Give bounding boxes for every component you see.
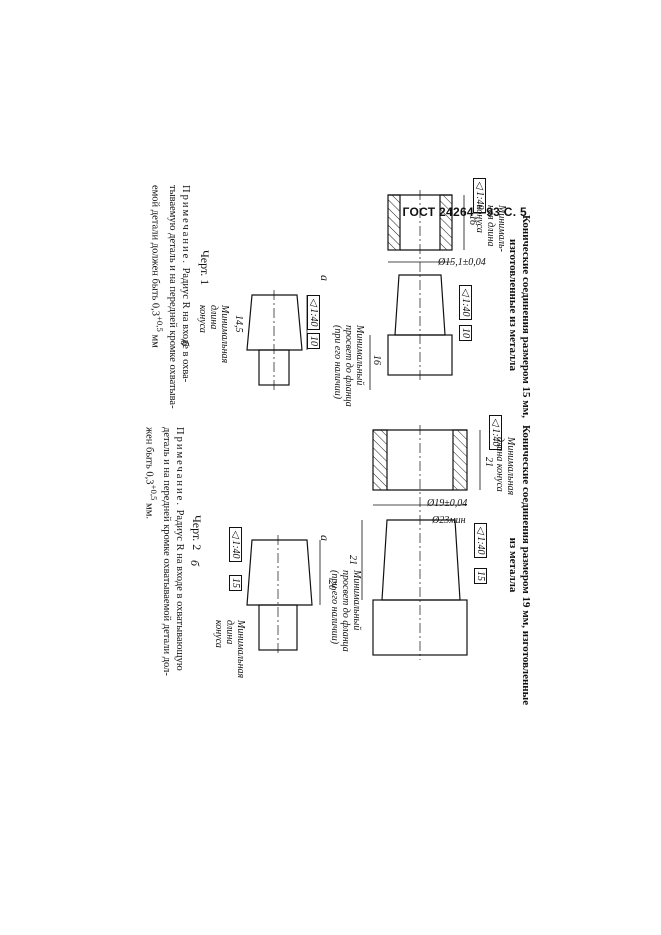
fig2-diameter-2: Ø23мин xyxy=(432,515,466,526)
fig1a-drawing xyxy=(369,190,465,390)
fig2b-drawing xyxy=(246,535,321,655)
fig2-dim-21-right: 21 xyxy=(347,555,358,565)
rotated-content: Конические соединения размером 15 мм, из… xyxy=(132,175,542,745)
fig1-dim-14-5: 14,5 xyxy=(233,315,244,333)
fig1-flange-label: Минимальный просвет до фланца (при его н… xyxy=(332,325,365,407)
fig2-dim-21-left: 21 xyxy=(483,457,494,467)
fig1-note: Примечание. Радиус R на входе в охва- ты… xyxy=(149,185,192,409)
fig2-caption: Черт. 2 xyxy=(190,515,204,551)
fig1b-taper-box: ◁ 1:40 xyxy=(307,295,320,330)
fig2-sub-a: а xyxy=(318,535,332,541)
fig2a-box-15: 15 xyxy=(474,568,487,584)
fig2b-taper-box: ◁ 1:40 xyxy=(229,527,242,562)
fig1a-taper-box: ◁ 1:40 xyxy=(459,285,472,320)
fig1-title: Конические соединения размером 15 мм, из… xyxy=(507,215,532,419)
page-header: ГОСТ 24264—93 С. 5 xyxy=(402,205,527,219)
fig2b-min-taper-label: Минимальная длина конуса xyxy=(213,620,246,679)
fig1-diameter: Ø15,1±0,04 xyxy=(438,257,486,268)
fig1a-box-10: 10 xyxy=(459,325,472,341)
fig2a-taper-box: ◁ 1:40 xyxy=(474,523,487,558)
fig1-sub-a: а xyxy=(318,275,332,281)
technical-drawings xyxy=(246,190,481,660)
fig2-sub-b: б xyxy=(188,560,202,567)
fig1b-min-taper-label: Минимальная длина конуса xyxy=(197,305,230,364)
fig1-dim-16-right: 16 xyxy=(371,355,382,365)
fig1b-drawing xyxy=(246,290,308,390)
fig1b-box-10: 10 xyxy=(307,333,320,349)
fig2-min-taper-label: Минимальная длина конуса xyxy=(494,437,516,496)
fig2b-box-15: 15 xyxy=(229,575,242,591)
fig2a-drawing xyxy=(361,425,481,660)
fig2-diameter-1: Ø19±0,04 xyxy=(427,498,468,509)
fig1-min-taper-label: Минималь- ная длина конуса xyxy=(474,205,507,252)
fig1-caption: Черт. 1 xyxy=(198,250,212,286)
fig2-note: Примечание. Радиус R на входе в охватыва… xyxy=(143,427,186,676)
fig2-dim-20: 20 xyxy=(326,580,337,590)
